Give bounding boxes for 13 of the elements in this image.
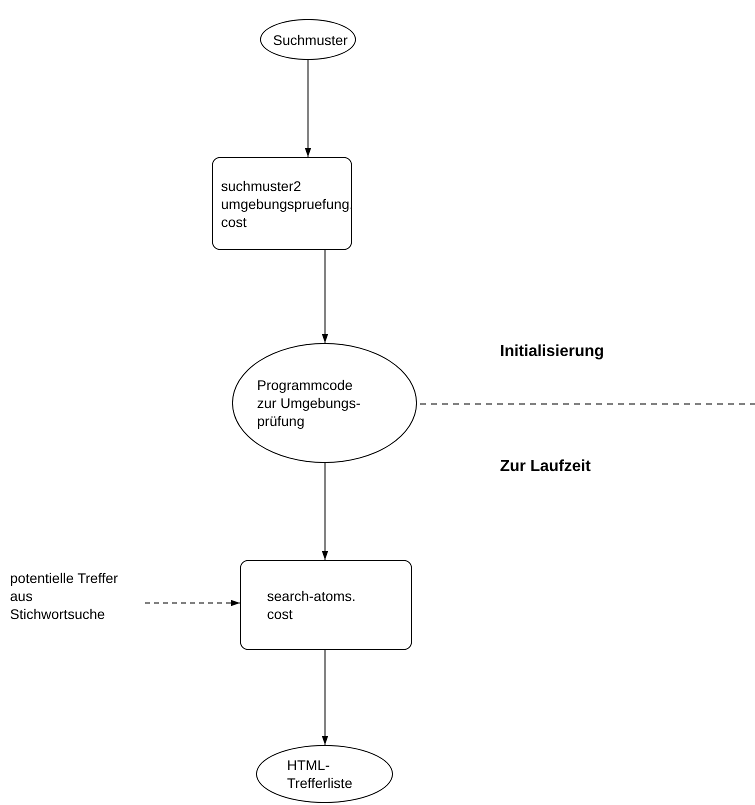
arrow [322, 462, 328, 560]
end-ellipse: HTML- Trefferliste [256, 745, 393, 803]
phase-label: Zur Laufzeit [500, 458, 591, 476]
phase-label: Initialisierung [500, 343, 604, 361]
arrow [144, 600, 240, 606]
process-ellipse: Programmcode zur Umgebungs- prüfung [232, 343, 417, 463]
start-ellipse: Suchmuster [260, 19, 356, 60]
input-text: potentielle Treffer aus Stichwortsuche [10, 566, 145, 626]
process-box: suchmuster2 umgebungspruefung. cost [212, 157, 352, 250]
arrow [304, 60, 312, 158]
process-box: search-atoms. cost [240, 560, 412, 650]
arrow [322, 250, 328, 344]
arrow [322, 650, 328, 746]
